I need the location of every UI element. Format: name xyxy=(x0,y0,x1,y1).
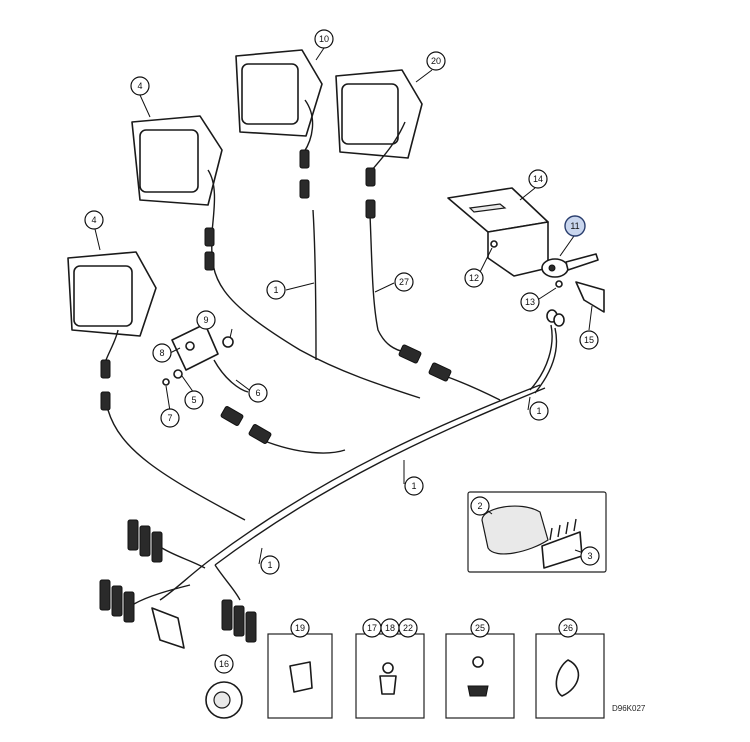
callout-bracket-14: 14 xyxy=(528,169,548,189)
svg-text:8: 8 xyxy=(159,348,164,358)
svg-text:14: 14 xyxy=(533,174,543,184)
callout-clip-26: 26 xyxy=(558,618,578,638)
svg-text:15: 15 xyxy=(584,335,594,345)
detail-box-clip-19 xyxy=(267,633,333,719)
work-lamp-top-right xyxy=(335,69,423,219)
callout-clip-19: 19 xyxy=(290,618,310,638)
callout-grommet-16: 16 xyxy=(214,654,234,674)
svg-text:4: 4 xyxy=(91,215,96,225)
leader-lines xyxy=(94,47,593,565)
connector-bundle-upper xyxy=(127,519,206,569)
callout-harness-1-center: 1 xyxy=(404,476,424,496)
svg-text:17: 17 xyxy=(367,623,377,633)
svg-text:22: 22 xyxy=(403,623,413,633)
svg-text:9: 9 xyxy=(203,315,208,325)
svg-text:19: 19 xyxy=(295,623,305,633)
svg-text:27: 27 xyxy=(399,277,409,287)
svg-text:3: 3 xyxy=(587,551,592,561)
work-lamp-upper-left xyxy=(131,115,223,271)
svg-text:20: 20 xyxy=(431,56,441,66)
mount-plate xyxy=(162,323,234,386)
svg-text:7: 7 xyxy=(167,413,172,423)
callout-clip-25: 25 xyxy=(470,618,490,638)
callout-screw-12: 12 xyxy=(464,268,484,288)
svg-text:26: 26 xyxy=(563,623,573,633)
detail-box-clip-26 xyxy=(535,633,605,719)
callout-clip-18: 18 xyxy=(380,618,400,638)
svg-text:11: 11 xyxy=(570,221,579,231)
svg-text:2: 2 xyxy=(477,501,482,511)
callout-clip-22: 22 xyxy=(398,618,418,638)
callout-washer-8: 8 xyxy=(152,343,172,363)
callout-harness-6: 6 xyxy=(248,383,268,403)
callout-harness-1-top: 1 xyxy=(266,280,286,300)
detail-box-cover-comb xyxy=(467,491,607,573)
mounting-bracket xyxy=(447,187,549,277)
svg-text:18: 18 xyxy=(385,623,395,633)
callout-screw-7: 7 xyxy=(160,408,180,428)
callout-lamp-upper-left: 4 xyxy=(130,76,150,96)
callout-clip-17: 17 xyxy=(362,618,382,638)
svg-text:1: 1 xyxy=(411,481,416,491)
callout-lamp-top-center: 10 xyxy=(314,29,334,49)
callout-cover-2: 2 xyxy=(470,496,490,516)
detail-box-clip-25 xyxy=(445,633,515,719)
grommet xyxy=(205,681,243,719)
detail-box-clips-17-18-22 xyxy=(355,633,425,719)
svg-text:13: 13 xyxy=(525,297,535,307)
callout-lamp-top-right: 20 xyxy=(426,51,446,71)
callout-harness-1-lower: 1 xyxy=(260,555,280,575)
callout-comb-3: 3 xyxy=(580,546,600,566)
svg-text:1: 1 xyxy=(536,406,541,416)
svg-text:12: 12 xyxy=(469,273,479,283)
svg-text:25: 25 xyxy=(475,623,485,633)
main-harness xyxy=(107,209,558,601)
terminals xyxy=(546,309,565,327)
svg-text:5: 5 xyxy=(191,395,196,405)
work-lamp-top-center xyxy=(235,49,323,199)
svg-text:1: 1 xyxy=(267,560,272,570)
callout-item-5: 5 xyxy=(184,390,204,410)
svg-text:4: 4 xyxy=(137,81,142,91)
callout-harness-1-right: 1 xyxy=(529,401,549,421)
svg-text:16: 16 xyxy=(219,659,229,669)
connector-pair-6 xyxy=(220,406,272,444)
mounting-bracket-15 xyxy=(575,281,605,313)
switch-assembly xyxy=(541,253,599,278)
callout-harness-27: 27 xyxy=(394,272,414,292)
callout-clip-9: 9 xyxy=(196,310,216,330)
connector-pair-27 xyxy=(398,344,452,382)
callout-lamp-lower-left: 4 xyxy=(84,210,104,230)
callout-nut-13: 13 xyxy=(520,292,540,312)
connector-bundle-lower-left xyxy=(99,579,191,649)
figure-reference-code: D96K027 xyxy=(612,704,646,713)
work-lamp-lower-left xyxy=(67,251,157,411)
callout-bracket-15: 15 xyxy=(579,330,599,350)
svg-text:6: 6 xyxy=(255,388,260,398)
connector-bundle-lower-right xyxy=(221,599,257,643)
callout-switch-11[interactable]: 11 xyxy=(564,215,586,237)
svg-text:10: 10 xyxy=(319,34,329,44)
svg-text:1: 1 xyxy=(273,285,278,295)
